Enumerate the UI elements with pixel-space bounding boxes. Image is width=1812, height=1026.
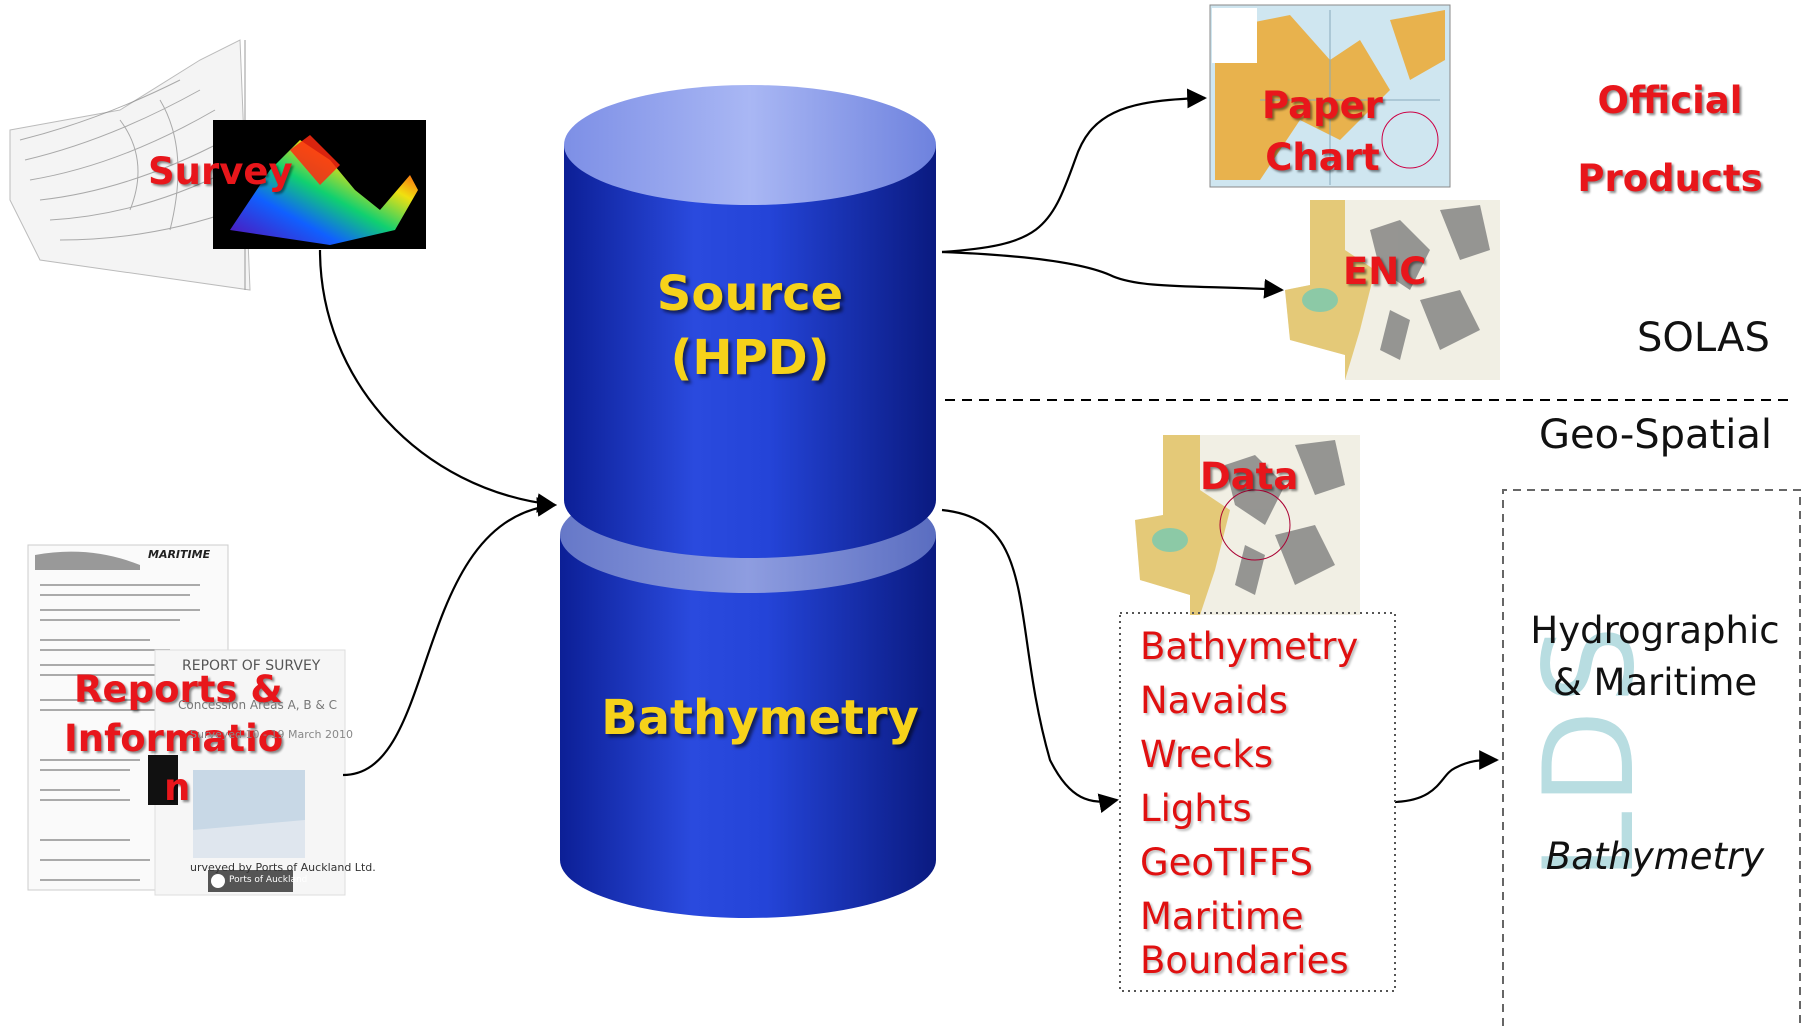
paper-chart-line2: Chart [1265,136,1380,179]
report-line-surveyor: urveyed by Ports of Auckland Ltd. [190,861,376,874]
data-list-box [1119,612,1396,992]
reports-label-line1: Reports & [74,668,283,711]
data-item-maritime: Maritime [1140,895,1304,938]
paper-chart-image [1209,4,1451,188]
enc-chart-image [1285,200,1500,380]
paper-chart-label: Paper Chart [1262,80,1383,184]
official-products-heading: Official Products [1570,62,1770,218]
report-heading: REPORT OF SURVEY [182,658,321,674]
reports-label-line2: Informatio [64,717,284,760]
geospatial-data-image [1135,435,1360,615]
flow-arrows [318,88,1499,813]
survey-label: Survey [148,150,293,193]
geospatial-label: Geo-Spatial [1539,412,1772,458]
lds-title: Hydrographic & Maritime [1520,605,1790,709]
lds-box [1502,489,1801,1026]
data-items-list: Bathymetry Navaids Wrecks Lights GeoTIFF… [1140,620,1358,988]
data-item-navaids: Navaids [1140,679,1288,722]
official-line: Official [1597,79,1743,122]
ports-logo-text: Ports of Auckland [229,875,308,885]
survey-3d-image [213,120,426,249]
products-line: Products [1577,157,1763,200]
lds-title-line2: & Maritime [1552,661,1758,704]
paper-chart-line1: Paper [1262,84,1383,127]
solas-label: SOLAS [1637,315,1770,361]
data-item-lights: Lights [1140,787,1252,830]
data-item-bathymetry: Bathymetry [1140,625,1359,668]
source-label-line2: (HPD) [670,330,830,386]
data-item-wrecks: Wrecks [1140,733,1274,776]
data-label: Data [1200,455,1299,498]
maritime-logo-text: MARITIME [148,548,211,561]
source-label-line1: Source [656,266,844,322]
report-line-dates: Surveyed 10 - 19 March 2010 [190,728,353,741]
data-item-boundaries: Boundaries [1140,939,1349,982]
reports-label-line3: n [164,766,191,809]
enc-label: ENC [1343,250,1427,293]
bathymetry-db-label: Bathymetry [601,690,919,746]
data-item-geotiffs: GeoTIFFS [1140,841,1313,884]
lds-title-line1: Hydrographic [1530,609,1780,652]
source-hpd-label: Source (HPD) [600,262,900,390]
lds-bathymetry-label: Bathymetry [1545,835,1765,878]
reports-document-image [27,544,346,896]
reports-label: Reports & Informatio n [64,665,283,812]
database-cylinder [560,85,936,918]
report-line-areas: Concession Areas A, B & C [178,698,338,712]
